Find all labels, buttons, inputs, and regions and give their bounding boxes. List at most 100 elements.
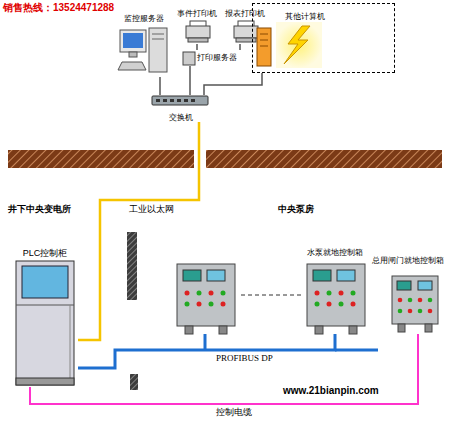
gate-control-box: 总用闸门就地控制箱 [369, 256, 447, 334]
node-label: 其他计算机 [285, 12, 325, 21]
node-label: 监控服务器 [124, 14, 164, 23]
drive-slot [152, 34, 164, 35]
control-box [307, 264, 365, 326]
dashed-region: 其他计算机 [252, 3, 395, 73]
network-switch: 交换机 [150, 95, 212, 122]
printer-body [186, 26, 210, 38]
profibus-cable [78, 334, 335, 368]
plc-cabinet: PLC控制柜 [12, 248, 78, 387]
switch-port [184, 99, 188, 102]
node-label: 总用闸门就地控制箱 [372, 256, 444, 265]
device-stripe [260, 46, 268, 47]
ethernet-cable [78, 122, 199, 340]
wall-block [130, 374, 138, 390]
box-button [398, 298, 403, 303]
switch-port [191, 99, 195, 102]
network-cable [189, 66, 191, 95]
switch-port [163, 99, 167, 102]
box-foot [219, 326, 227, 334]
box-button [327, 291, 332, 296]
bus-branch [204, 334, 207, 350]
switch-body [152, 96, 208, 105]
box-button [327, 302, 332, 307]
box-button [408, 309, 413, 314]
box-foot [315, 326, 323, 334]
wall-bar [127, 232, 137, 300]
drive-slot [152, 39, 164, 40]
ground-layer [8, 150, 194, 168]
control-cable [30, 334, 418, 404]
box-button [428, 309, 433, 314]
printer-body [234, 26, 258, 38]
box-display [207, 270, 225, 281]
node-label: 报表打印机 [225, 9, 265, 18]
print-server-box [183, 52, 195, 65]
keyboard [118, 62, 146, 70]
box-button [185, 302, 190, 307]
printer-tray [188, 38, 208, 42]
box-display [418, 281, 432, 290]
wireless-glow [276, 22, 322, 68]
monitor-screen [123, 33, 143, 48]
node-label: 交换机 [169, 113, 193, 122]
area-label: 中央泵房 [278, 204, 314, 214]
bus-extension [335, 349, 378, 352]
switch-port [170, 99, 174, 102]
box-foot [185, 326, 193, 334]
box-foot [425, 324, 432, 332]
network-cable [204, 73, 262, 95]
box-display [397, 281, 411, 290]
cabinet-body [16, 261, 74, 385]
box-button [351, 302, 356, 307]
node-label: 打印服务器 [197, 53, 237, 62]
edge-label: 工业以太网 [128, 204, 175, 214]
edge-label: 控制电缆 [215, 407, 253, 417]
monitor-frame [120, 30, 146, 52]
network-cable [196, 44, 198, 50]
box-button [197, 302, 202, 307]
box-button [221, 291, 226, 296]
watermark: www.21bianpin.com [283, 385, 379, 397]
box-display [337, 270, 355, 281]
monitor-stand [129, 52, 137, 57]
control-box [392, 276, 438, 324]
device-stripe [260, 40, 268, 41]
hotline-text: 销售热线：13524471288 [3, 2, 114, 14]
box-button [315, 291, 320, 296]
box-button [398, 309, 403, 314]
box-display [183, 270, 201, 281]
switch-port [156, 99, 160, 102]
box-button [339, 302, 344, 307]
pump-control-box: 水泵就地控制箱 [293, 248, 377, 334]
node-label: 水泵就地控制箱 [307, 248, 363, 257]
switch-port [177, 99, 181, 102]
box-button [428, 298, 433, 303]
printer-icon: 报表打印机 [222, 9, 268, 44]
box-foot [349, 326, 357, 334]
lightning-bolt [284, 26, 310, 64]
ground-layer [206, 150, 442, 168]
box-button [315, 302, 320, 307]
box-display [313, 270, 331, 281]
edge-label: PROFIBUS DP [215, 353, 274, 363]
box-button [418, 309, 423, 314]
box-button [197, 291, 202, 296]
area-label: 井下中央变电所 [8, 204, 71, 214]
server-tower [149, 28, 167, 72]
box-button [339, 291, 344, 296]
printer-icon: 事件打印机 [174, 9, 220, 44]
node-label: 事件打印机 [177, 9, 217, 18]
box-button [418, 298, 423, 303]
printer-tray [236, 38, 256, 42]
box-button [221, 302, 226, 307]
box-foot [398, 324, 405, 332]
box-button [209, 291, 214, 296]
control-box [177, 264, 235, 326]
continuation-dash [241, 295, 302, 296]
cabinet-screen [22, 266, 68, 298]
device-stripe [260, 34, 268, 35]
box-button [351, 291, 356, 296]
server-icon: 监控服务器 [116, 14, 172, 77]
cabinet-base [16, 378, 74, 385]
print-server: 打印服务器 [180, 50, 246, 66]
